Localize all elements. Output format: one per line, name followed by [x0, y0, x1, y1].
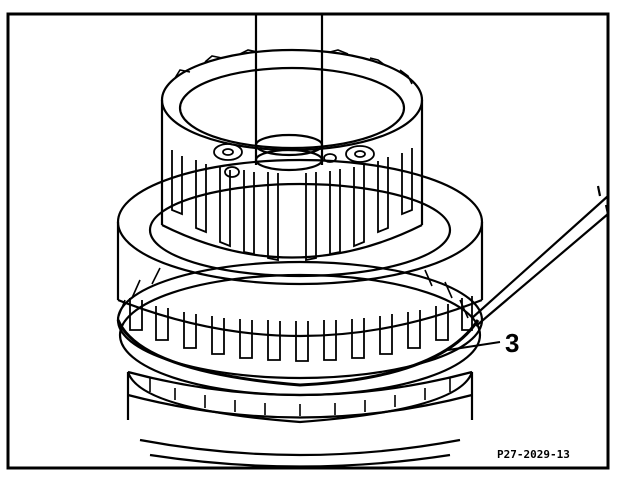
tool-blades [471, 185, 610, 327]
transmission-assembly-drawing [116, 14, 484, 468]
inner-hub-splines [171, 148, 413, 262]
figure-frame [6, 12, 610, 470]
callout-leader-line [447, 341, 501, 351]
disc-teeth [117, 267, 469, 416]
callout-number: 3 [505, 328, 519, 358]
figure-code-label: P27-2029-13 [497, 448, 570, 461]
central-shaft [254, 14, 324, 172]
snap-ring [116, 319, 480, 387]
hub-bolts [213, 143, 375, 178]
lower-housing [126, 371, 474, 424]
hub-top-teeth [174, 49, 413, 85]
outer-drum-splines [129, 296, 473, 362]
